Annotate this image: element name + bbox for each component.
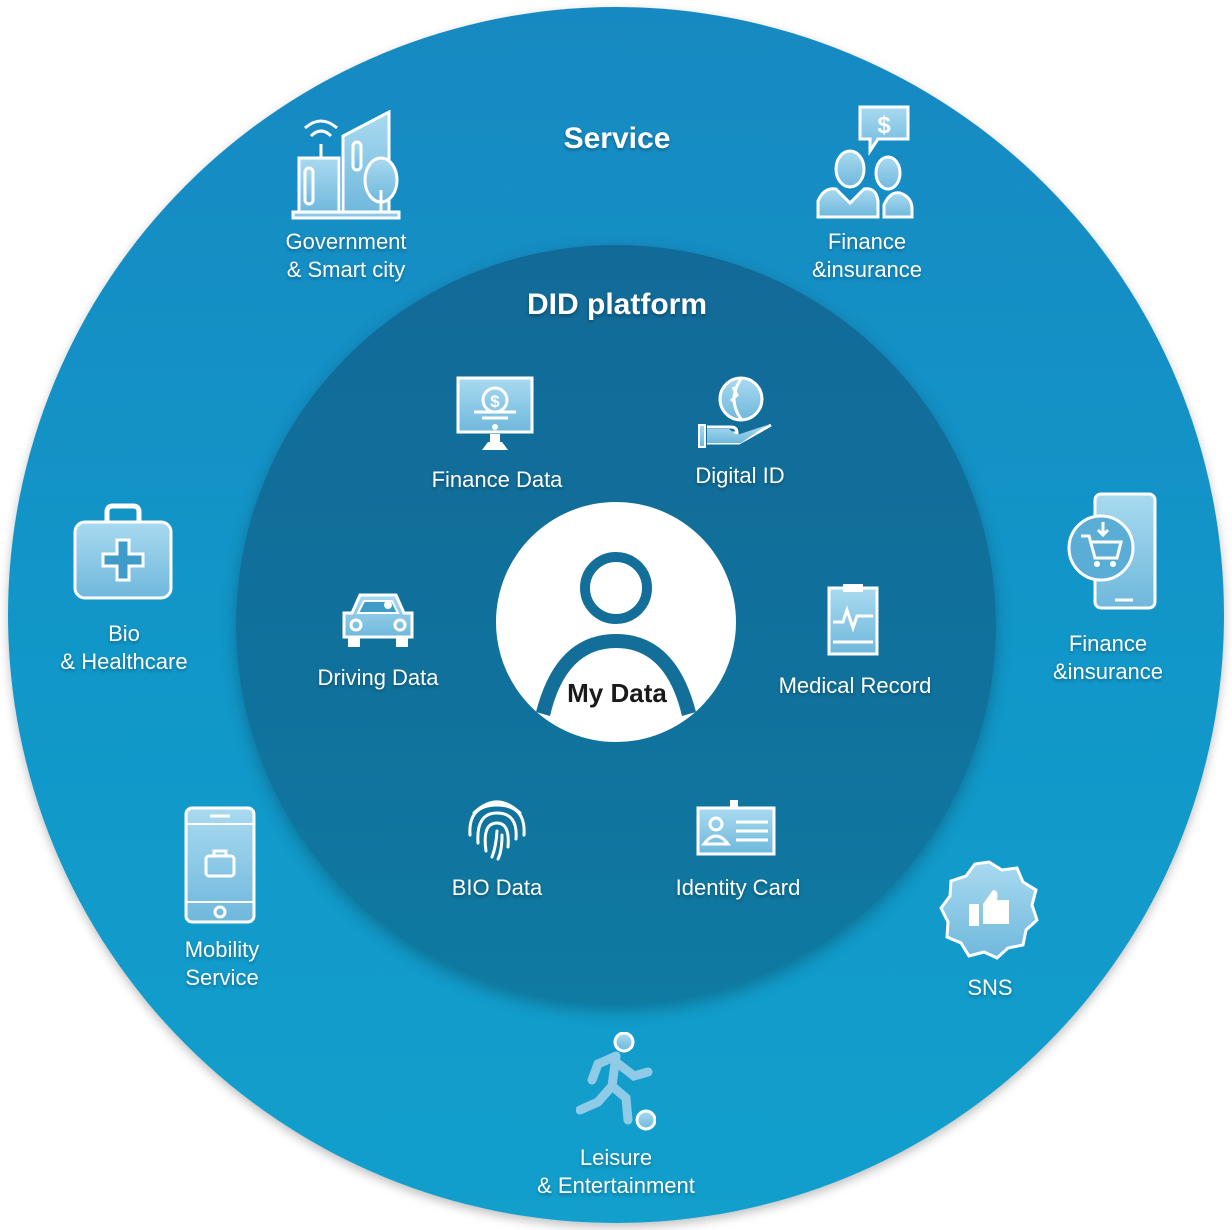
mobile-shopping-icon xyxy=(1067,492,1157,610)
medical-clipboard-icon xyxy=(827,584,879,656)
sns-label: SNS xyxy=(967,975,1013,1000)
leisure-label: Leisure& Entertainment xyxy=(537,1145,695,1198)
did-platform-title: DID platform xyxy=(527,288,707,321)
svg-text:$: $ xyxy=(877,112,891,139)
monitor-dollar-icon: $ xyxy=(456,376,534,450)
identity-card-label: Identity Card xyxy=(675,875,801,900)
bio-data-label: BIO Data xyxy=(451,875,543,900)
service-title: Service xyxy=(563,122,671,155)
mobile-phone-icon xyxy=(184,806,256,924)
driving-data-label: Driving Data xyxy=(317,665,439,690)
medical-kit-icon xyxy=(73,503,173,600)
my-data-circle xyxy=(496,502,736,742)
id-card-icon xyxy=(696,800,776,856)
medical-record-label: Medical Record xyxy=(778,673,932,698)
thumbs-up-badge-icon xyxy=(939,860,1039,960)
fingerprint-icon xyxy=(468,800,526,861)
finance-data-label: Finance Data xyxy=(431,467,563,492)
svg-text:$: $ xyxy=(490,392,500,411)
bio-healthcare-label: Bio& Healthcare xyxy=(60,621,188,674)
user-avatar-icon xyxy=(536,552,696,716)
my-data-label: My Data xyxy=(567,678,667,708)
smart-city-icon xyxy=(291,110,401,220)
finance-top-label: Finance&insurance xyxy=(811,229,923,282)
finance-right-label: Finance&insurance xyxy=(1052,631,1164,684)
customers-finance-icon: $ xyxy=(816,105,914,219)
hand-globe-icon xyxy=(698,376,772,448)
car-icon xyxy=(342,593,414,647)
soccer-player-icon xyxy=(576,1032,656,1131)
government-label: Government& Smart city xyxy=(285,229,407,282)
digital-id-label: Digital ID xyxy=(695,463,785,488)
